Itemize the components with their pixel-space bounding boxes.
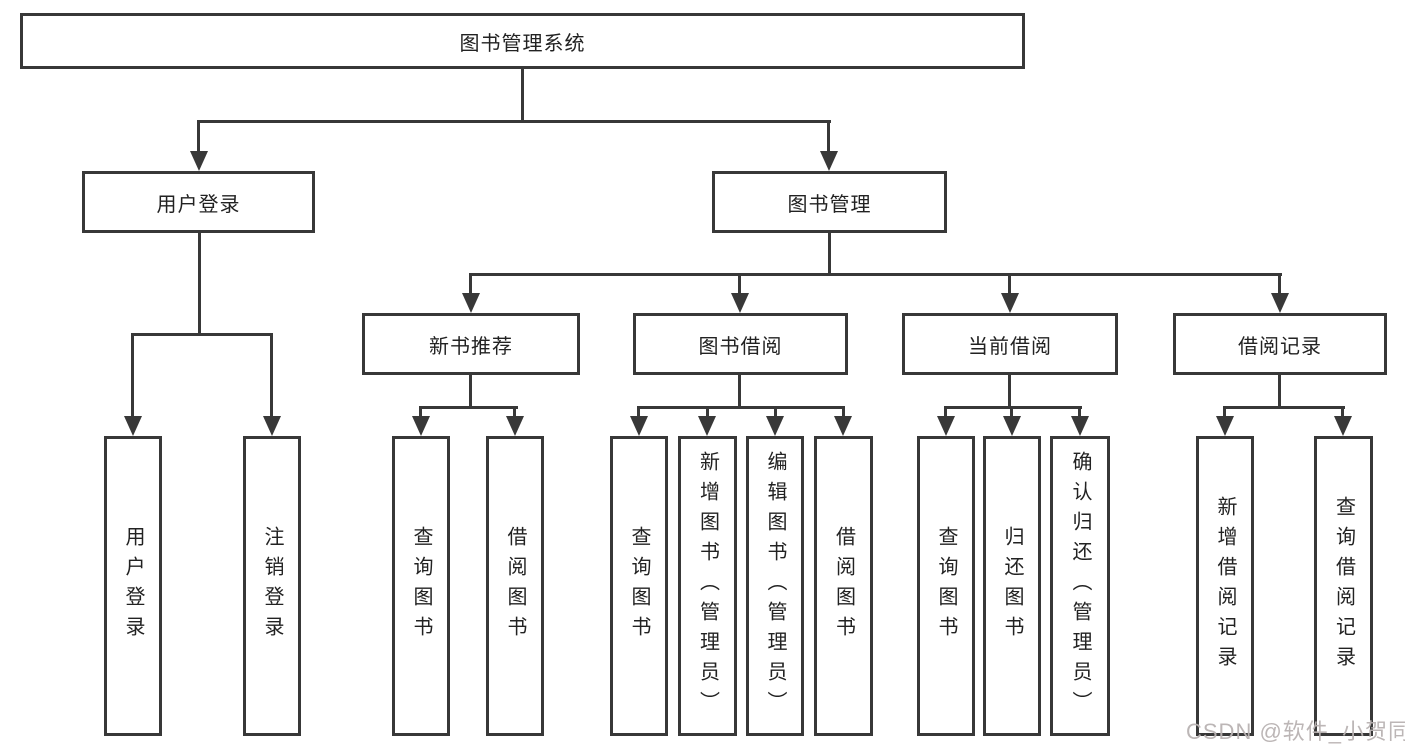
arrowhead-br-add — [1216, 416, 1234, 436]
node-cb-confirm-return: 确认归还（管理员） — [1050, 436, 1110, 736]
arrowhead-logout-leaf — [263, 416, 281, 436]
connector-new-book-rec-drop — [469, 273, 472, 297]
connector-book-mgmt-drop — [827, 120, 830, 153]
connector-book-mgmt-stem — [828, 233, 831, 276]
arrowhead-bb-edit — [766, 416, 784, 436]
arrowhead-bb-borrow — [834, 416, 852, 436]
node-cb-query-books-label: 查询图书 — [935, 526, 957, 646]
node-rec-borrow-books-label: 借阅图书 — [504, 526, 526, 646]
connector-user-login-drop — [197, 120, 200, 153]
connector-current-borrow-drop — [1008, 273, 1011, 297]
node-root: 图书管理系统 — [20, 13, 1025, 69]
node-new-book-rec: 新书推荐 — [362, 313, 580, 375]
node-br-add-record: 新增借阅记录 — [1196, 436, 1254, 736]
connector-br-query-drop — [1341, 406, 1344, 420]
node-br-query-record-label: 查询借阅记录 — [1332, 496, 1355, 676]
connector-current-borrow-bar — [944, 406, 1082, 409]
node-bb-add-books: 新增图书（管理员） — [678, 436, 737, 736]
node-new-book-rec-label: 新书推荐 — [429, 335, 513, 358]
node-current-borrow: 当前借阅 — [902, 313, 1118, 375]
connector-level2-bar — [197, 120, 831, 123]
node-book-mgmt: 图书管理 — [712, 171, 947, 233]
node-root-label: 图书管理系统 — [459, 32, 586, 55]
node-bb-add-books-label: 新增图书（管理员） — [696, 451, 719, 721]
connector-logout-leaf-drop — [270, 333, 273, 419]
node-rec-query-books: 查询图书 — [392, 436, 450, 736]
node-borrow-records-label: 借阅记录 — [1238, 335, 1322, 358]
arrowhead-book-mgmt — [820, 151, 838, 171]
arrowhead-br-query — [1334, 416, 1352, 436]
connector-book-borrow-drop — [738, 273, 741, 297]
node-bb-edit-books-label: 编辑图书（管理员） — [764, 451, 786, 721]
connector-borrow-records-stem — [1278, 375, 1281, 409]
arrowhead-new-book-rec — [462, 293, 480, 313]
arrowhead-cb-return — [1003, 416, 1021, 436]
arrowhead-bb-query — [630, 416, 648, 436]
node-br-add-record-label: 新增借阅记录 — [1214, 496, 1236, 676]
node-bb-query-books: 查询图书 — [610, 436, 668, 736]
connector-bb-add-drop — [706, 406, 709, 420]
node-cb-return-books-label: 归还图书 — [1001, 526, 1023, 646]
node-bb-borrow-books-label: 借阅图书 — [832, 526, 855, 646]
node-user-login: 用户登录 — [82, 171, 315, 233]
node-br-query-record: 查询借阅记录 — [1314, 436, 1373, 736]
connector-login-leaf-drop — [131, 333, 134, 419]
node-borrow-records: 借阅记录 — [1173, 313, 1387, 375]
arrowhead-borrow-records — [1271, 293, 1289, 313]
connector-user-login-stem — [198, 233, 201, 336]
node-user-login-label: 用户登录 — [156, 193, 241, 216]
connector-bb-borrow-drop — [842, 406, 845, 420]
node-book-borrow-label: 图书借阅 — [698, 335, 783, 358]
node-logout-leaf: 注销登录 — [243, 436, 301, 736]
arrowhead-cb-query — [937, 416, 955, 436]
node-book-borrow: 图书借阅 — [633, 313, 848, 375]
arrowhead-bb-add — [698, 416, 716, 436]
arrowhead-book-borrow — [731, 293, 749, 313]
node-bb-borrow-books: 借阅图书 — [814, 436, 873, 736]
connector-borrow-records-bar — [1223, 406, 1345, 409]
node-cb-confirm-return-label: 确认归还（管理员） — [1069, 451, 1091, 721]
connector-rec-query-drop — [419, 406, 422, 420]
connector-cb-query-drop — [944, 406, 947, 420]
node-book-mgmt-label: 图书管理 — [787, 193, 872, 216]
node-cb-return-books: 归还图书 — [983, 436, 1041, 736]
node-logout-leaf-label: 注销登录 — [261, 526, 283, 646]
connector-cb-return-drop — [1010, 406, 1013, 420]
arrowhead-user-login — [190, 151, 208, 171]
connector-br-add-drop — [1223, 406, 1226, 420]
node-rec-borrow-books: 借阅图书 — [486, 436, 544, 736]
csdn-watermark: CSDN @软件_小贺同学 — [1186, 719, 1405, 744]
connector-new-book-rec-stem — [469, 375, 472, 409]
connector-current-borrow-stem — [1008, 375, 1011, 409]
node-cb-query-books: 查询图书 — [917, 436, 975, 736]
connector-book-borrow-stem — [738, 375, 741, 409]
node-user-login-leaf-label: 用户登录 — [122, 526, 144, 646]
connector-cb-confirm-drop — [1078, 406, 1081, 420]
node-current-borrow-label: 当前借阅 — [968, 335, 1052, 358]
arrowhead-rec-query — [412, 416, 430, 436]
connector-bb-edit-drop — [774, 406, 777, 420]
connector-bb-query-drop — [637, 406, 640, 420]
connector-root-stem — [521, 69, 524, 122]
arrowhead-cb-confirm — [1071, 416, 1089, 436]
connector-rec-borrow-drop — [513, 406, 516, 420]
node-user-login-leaf: 用户登录 — [104, 436, 162, 736]
connector-level3-bar — [469, 273, 1282, 276]
node-bb-query-books-label: 查询图书 — [628, 526, 650, 646]
connector-user-login-bar — [131, 333, 273, 336]
connector-book-borrow-bar — [637, 406, 845, 409]
node-rec-query-books-label: 查询图书 — [410, 526, 432, 646]
arrowhead-rec-borrow — [506, 416, 524, 436]
node-bb-edit-books: 编辑图书（管理员） — [746, 436, 804, 736]
connector-borrow-records-drop — [1278, 273, 1281, 297]
arrowhead-current-borrow — [1001, 293, 1019, 313]
arrowhead-login-leaf — [124, 416, 142, 436]
connector-new-book-rec-bar — [419, 406, 518, 409]
